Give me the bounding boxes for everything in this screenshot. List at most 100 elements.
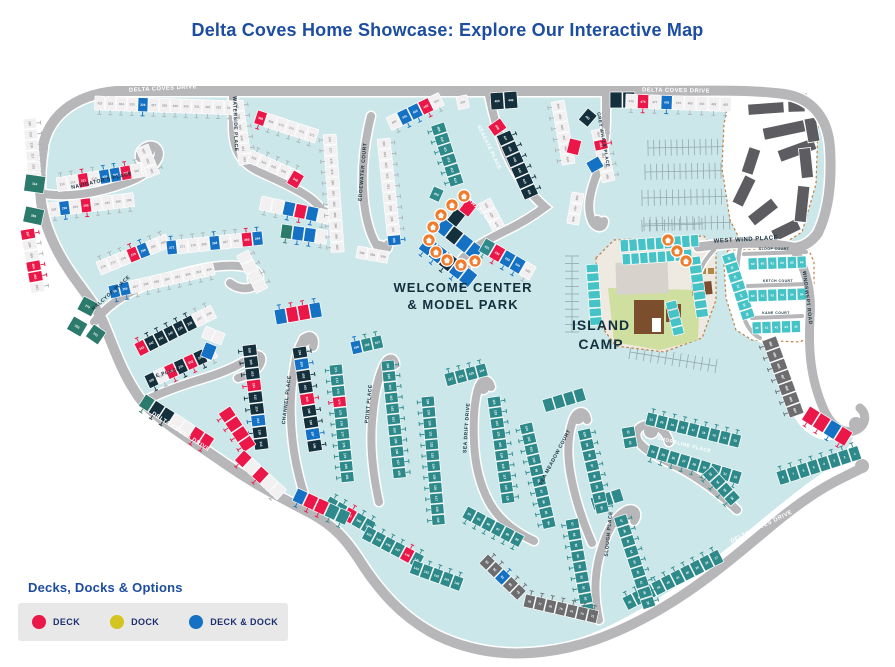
lot[interactable]: 455: [549, 110, 568, 124]
lot[interactable]: 377: [319, 144, 338, 156]
lot[interactable]: 325: [126, 96, 138, 117]
lot[interactable]: 123: [488, 406, 508, 419]
lot[interactable]: 284: [25, 259, 46, 273]
lot[interactable]: 388: [355, 245, 369, 260]
lot[interactable]: 272: [165, 235, 178, 256]
lot[interactable]: 340: [234, 131, 254, 145]
lot[interactable]: [251, 277, 272, 294]
lot[interactable]: 381: [322, 187, 341, 200]
lot[interactable]: [667, 308, 681, 320]
lot[interactable]: 490: [782, 402, 805, 420]
lot[interactable]: 264: [251, 226, 264, 247]
lot[interactable]: 228: [143, 371, 161, 393]
lot[interactable]: 283: [27, 270, 48, 284]
lot[interactable]: 43: [626, 554, 646, 569]
lot[interactable]: 63: [786, 255, 797, 269]
lot[interactable]: 46: [620, 590, 638, 611]
lot[interactable]: 371: [283, 119, 299, 140]
lot[interactable]: 379: [320, 166, 340, 178]
model-home-icon[interactable]: [468, 254, 482, 268]
lot[interactable]: [691, 281, 706, 293]
lot[interactable]: 126: [453, 364, 468, 384]
lot[interactable]: 41: [761, 321, 772, 334]
lot[interactable]: [648, 251, 658, 264]
lot[interactable]: 38: [697, 550, 715, 572]
lot[interactable]: [322, 502, 341, 524]
road-west-wind-place[interactable]: [693, 238, 798, 252]
lot[interactable]: 265: [240, 227, 253, 248]
lot[interactable]: 240: [161, 321, 179, 342]
lot[interactable]: 142: [429, 563, 446, 585]
lot[interactable]: 128: [416, 395, 436, 408]
lot[interactable]: 100: [522, 453, 542, 468]
lot[interactable]: 162: [385, 402, 404, 415]
lot[interactable]: 214: [246, 413, 267, 428]
lot[interactable]: 431: [476, 237, 496, 260]
lot[interactable]: 212: [243, 390, 264, 404]
lot[interactable]: 343: [246, 146, 263, 167]
lot[interactable]: 124: [474, 359, 489, 379]
lot[interactable]: 330: [180, 98, 192, 118]
lot[interactable]: 125: [464, 362, 479, 382]
lot[interactable]: 404: [428, 92, 446, 113]
lot[interactable]: 279: [76, 295, 99, 317]
lot[interactable]: 50: [747, 289, 758, 303]
lot[interactable]: [200, 341, 218, 361]
lot[interactable]: 242: [142, 331, 160, 352]
lot[interactable]: [222, 415, 243, 435]
lot[interactable]: 318: [24, 139, 44, 151]
road-ketch-court[interactable]: [746, 282, 808, 288]
lot[interactable]: 243: [132, 336, 150, 357]
lot[interactable]: 47: [613, 513, 633, 528]
lot[interactable]: 102: [517, 432, 537, 447]
lot[interactable]: 448: [487, 117, 507, 137]
lot[interactable]: 356: [386, 234, 406, 247]
lot[interactable]: 199: [301, 404, 321, 418]
lot[interactable]: 101: [520, 442, 540, 457]
lot[interactable]: 18: [676, 416, 690, 436]
lot[interactable]: 332: [202, 99, 214, 119]
lot[interactable]: 54: [786, 287, 797, 301]
model-home-icon[interactable]: [426, 220, 440, 234]
lot[interactable]: 14: [717, 426, 732, 446]
lot[interactable]: 480: [684, 95, 697, 115]
lot[interactable]: [201, 325, 216, 342]
lot[interactable]: 53: [777, 288, 788, 302]
model-home-icon[interactable]: [434, 208, 448, 222]
lot[interactable]: 116: [498, 481, 518, 494]
lot[interactable]: 475: [625, 93, 638, 113]
lot[interactable]: 297: [101, 194, 114, 215]
lot[interactable]: 95: [589, 480, 609, 494]
lot[interactable]: 120: [492, 438, 512, 451]
lot[interactable]: 77: [533, 592, 548, 612]
lot[interactable]: [211, 329, 226, 346]
lot[interactable]: [541, 396, 556, 413]
lot[interactable]: 51: [757, 289, 768, 302]
lot[interactable]: 376: [318, 133, 338, 146]
lot[interactable]: 60: [757, 257, 768, 270]
lot[interactable]: 481: [695, 96, 709, 116]
lot[interactable]: 76: [543, 595, 558, 615]
lot[interactable]: 446: [500, 139, 523, 158]
lot[interactable]: 178: [332, 438, 352, 451]
lot[interactable]: [562, 390, 577, 407]
lot[interactable]: 281: [144, 234, 161, 255]
lot[interactable]: 36: [739, 307, 756, 321]
lot[interactable]: 409: [427, 121, 448, 137]
lot[interactable]: 138: [426, 503, 445, 515]
lot[interactable]: 143: [419, 560, 435, 581]
lot[interactable]: 295: [79, 197, 93, 218]
lot[interactable]: 445: [505, 150, 528, 168]
lot[interactable]: 361: [381, 180, 400, 193]
lot[interactable]: 52: [570, 570, 590, 584]
lot[interactable]: [279, 223, 294, 244]
lot[interactable]: [454, 233, 474, 254]
lot[interactable]: 179: [333, 449, 353, 462]
lot[interactable]: 202: [295, 369, 316, 383]
lot[interactable]: [444, 225, 464, 246]
lot[interactable]: 23: [622, 436, 638, 449]
lot[interactable]: [266, 482, 287, 503]
lot[interactable]: 32: [727, 270, 744, 284]
lot[interactable]: [312, 497, 330, 519]
lot[interactable]: 157: [390, 456, 410, 469]
